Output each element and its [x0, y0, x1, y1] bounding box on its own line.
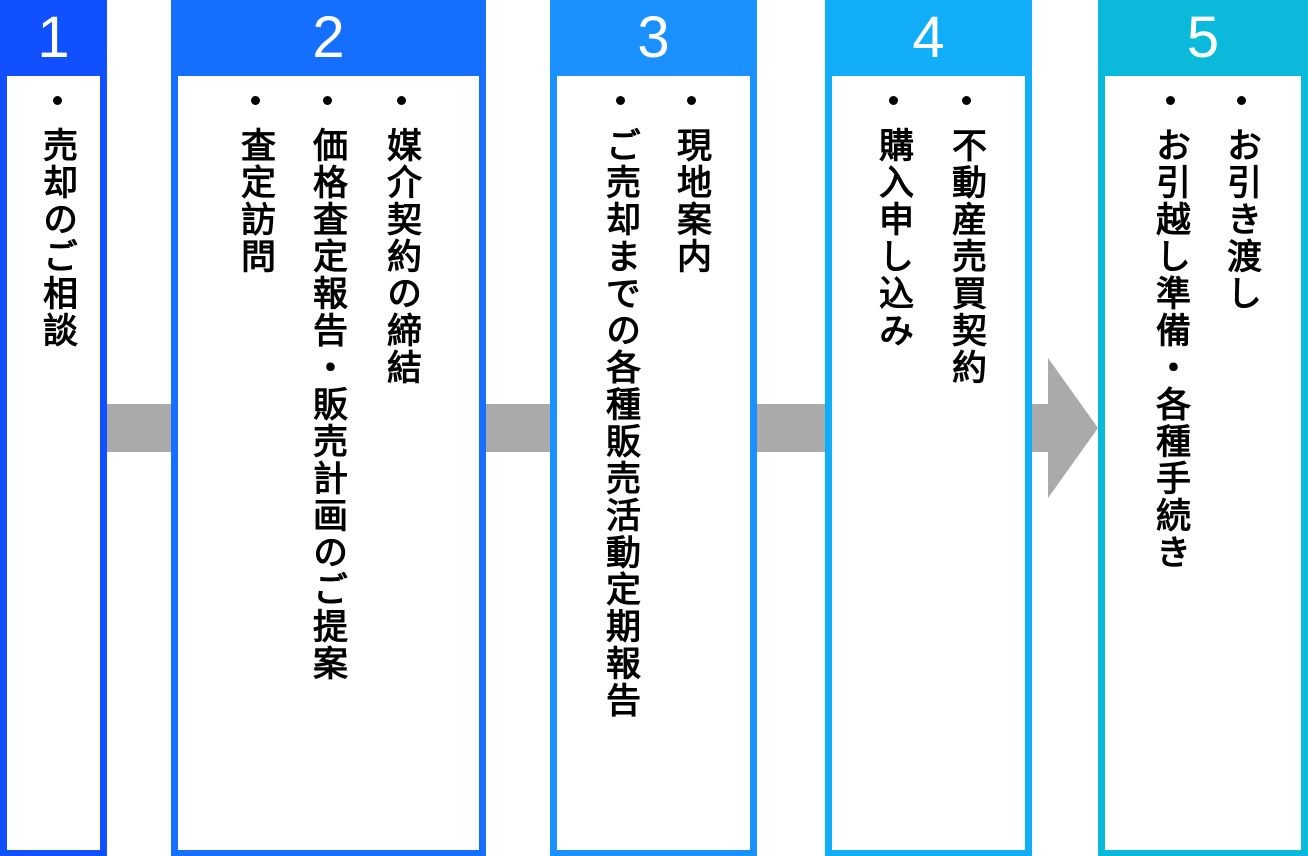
step-item-text: 不動産売買契約: [946, 127, 986, 386]
step-number: 5: [1186, 5, 1220, 70]
step-4: 4 不動産売買契約 購入申し込み: [825, 0, 1032, 856]
bullet: [322, 96, 332, 105]
connector-arrow-1-2: [105, 404, 173, 452]
bullet: [888, 96, 898, 105]
step-item: 査定訪問: [232, 90, 278, 275]
step-item-text: ご売却までの各種販売活動定期報告: [600, 127, 640, 719]
step-item-text: お引き渡し: [1221, 127, 1261, 312]
connector-arrow-4-5-shaft: [1030, 404, 1050, 452]
step-item-text: 売却のご相談: [37, 127, 77, 349]
step-item-text: 媒介契約の締結: [381, 127, 421, 386]
step-item: 購入申し込み: [870, 90, 916, 349]
bullet: [52, 96, 62, 105]
step-body: 売却のご相談: [7, 76, 100, 850]
bullet: [686, 96, 696, 105]
connector-arrow-3-4: [755, 404, 827, 452]
step-item: 売却のご相談: [34, 90, 80, 349]
step-5: 5 お引き渡し お引越し準備・各種手続き: [1098, 0, 1308, 856]
connector-arrow-4-5-head: [1048, 358, 1098, 498]
step-number: 2: [312, 5, 345, 70]
step-item-text: 査定訪問: [235, 127, 275, 275]
step-1: 1 売却のご相談: [0, 0, 107, 856]
step-item: 現地案内: [668, 90, 714, 275]
step-item: 媒介契約の締結: [378, 90, 424, 386]
step-number: 1: [37, 5, 70, 70]
step-body: 不動産売買契約 購入申し込み: [832, 76, 1025, 850]
step-item: 不動産売買契約: [943, 90, 989, 386]
bullet: [615, 96, 625, 105]
step-body: 現地案内 ご売却までの各種販売活動定期報告: [557, 76, 750, 850]
step-item: お引越し準備・各種手続き: [1147, 90, 1193, 571]
step-body: お引き渡し お引越し準備・各種手続き: [1105, 76, 1301, 850]
step-body: 媒介契約の締結 価格査定報告・販売計画のご提案 査定訪問: [178, 76, 479, 850]
step-item: 価格査定報告・販売計画のご提案: [304, 90, 350, 682]
connector-arrow-2-3: [484, 404, 552, 452]
bullet: [396, 96, 406, 105]
step-number: 4: [912, 5, 945, 70]
bullet: [1236, 96, 1246, 105]
step-number: 3: [637, 5, 670, 70]
step-item-text: 購入申し込み: [873, 127, 913, 349]
step-item: ご売却までの各種販売活動定期報告: [597, 90, 643, 719]
bullet: [1165, 96, 1175, 105]
step-item-text: お引越し準備・各種手続き: [1150, 127, 1190, 571]
step-item-text: 現地案内: [671, 127, 711, 275]
step-2: 2 媒介契約の締結 価格査定報告・販売計画のご提案 査定訪問: [171, 0, 486, 856]
step-item: お引き渡し: [1218, 90, 1264, 312]
bullet: [250, 96, 260, 105]
step-3: 3 現地案内 ご売却までの各種販売活動定期報告: [550, 0, 757, 856]
bullet: [961, 96, 971, 105]
step-item-text: 価格査定報告・販売計画のご提案: [307, 127, 347, 682]
